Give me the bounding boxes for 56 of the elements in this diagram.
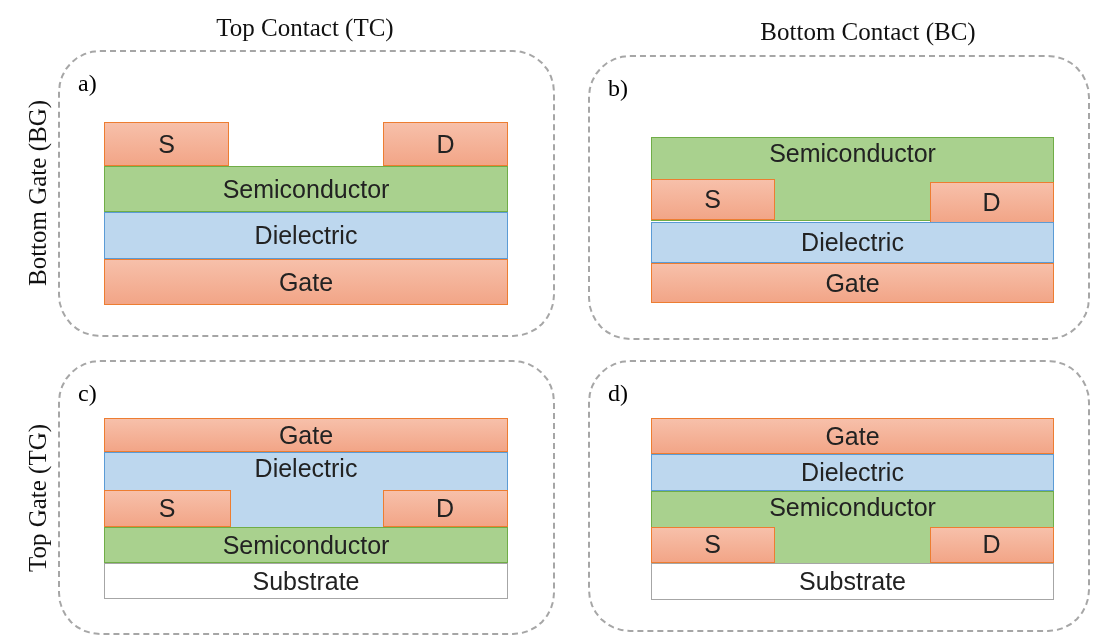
layer-label: Gate	[825, 268, 880, 298]
layer-label: Substrate	[799, 567, 906, 596]
layer-block	[104, 166, 508, 212]
layer-block	[104, 212, 508, 259]
layer-block	[104, 452, 508, 528]
row-heading: Bottom Gate (BG)	[24, 99, 52, 287]
layer-block	[382, 489, 508, 527]
layer-block	[104, 563, 508, 599]
layer-label: Gate	[825, 421, 880, 451]
layer-label: D	[982, 187, 1001, 217]
layer-label: D	[436, 129, 455, 159]
layer-block	[104, 122, 229, 166]
panel-letter: c)	[78, 380, 97, 407]
column-heading: Top Contact (TC)	[216, 14, 394, 42]
layer-block	[103, 489, 231, 527]
layer-label: Gate	[278, 420, 334, 450]
layer-label: Semiconductor	[769, 493, 936, 522]
panel-frame	[588, 55, 1090, 340]
layer-label: Dielectric	[801, 458, 904, 487]
panel-letter: d)	[608, 380, 628, 407]
layer-label: Gate	[278, 267, 334, 297]
layer-label: Dielectric	[254, 221, 358, 250]
layer-block	[929, 526, 1054, 563]
layer-label: Dielectric	[254, 454, 358, 483]
layer-block	[104, 418, 508, 452]
layer-block	[651, 418, 1054, 454]
layer-label: Dielectric	[801, 228, 904, 257]
layer-block	[104, 259, 508, 305]
layer-label: Substrate	[252, 566, 360, 596]
layer-label: S	[158, 129, 175, 159]
layer-label: D	[982, 530, 1001, 559]
layer-label: S	[704, 184, 721, 214]
layer-block	[651, 563, 1054, 600]
layer-label: Semiconductor	[222, 530, 390, 560]
layer-block	[651, 137, 1054, 221]
layer-block	[651, 491, 1054, 565]
panel-frame	[58, 360, 555, 635]
layer-block	[651, 263, 1054, 303]
layer-label: S	[704, 530, 721, 559]
column-heading: Bottom Contact (BC)	[760, 18, 976, 46]
panel-letter: b)	[608, 75, 628, 102]
layer-block	[651, 454, 1054, 491]
layer-label: S	[158, 493, 176, 523]
layer-block	[929, 181, 1054, 223]
row-heading: Top Gate (TG)	[24, 423, 52, 573]
panel-frame	[58, 50, 555, 337]
layer-block	[651, 222, 1054, 263]
layer-label: Semiconductor	[222, 174, 390, 204]
layer-block	[383, 122, 508, 166]
panel-frame	[588, 360, 1090, 632]
layer-block	[650, 526, 775, 563]
layer-block	[650, 178, 775, 220]
layer-label: D	[435, 493, 455, 523]
layer-label: Semiconductor	[769, 139, 936, 168]
panel-letter: a)	[78, 70, 97, 97]
layer-block	[104, 527, 508, 563]
